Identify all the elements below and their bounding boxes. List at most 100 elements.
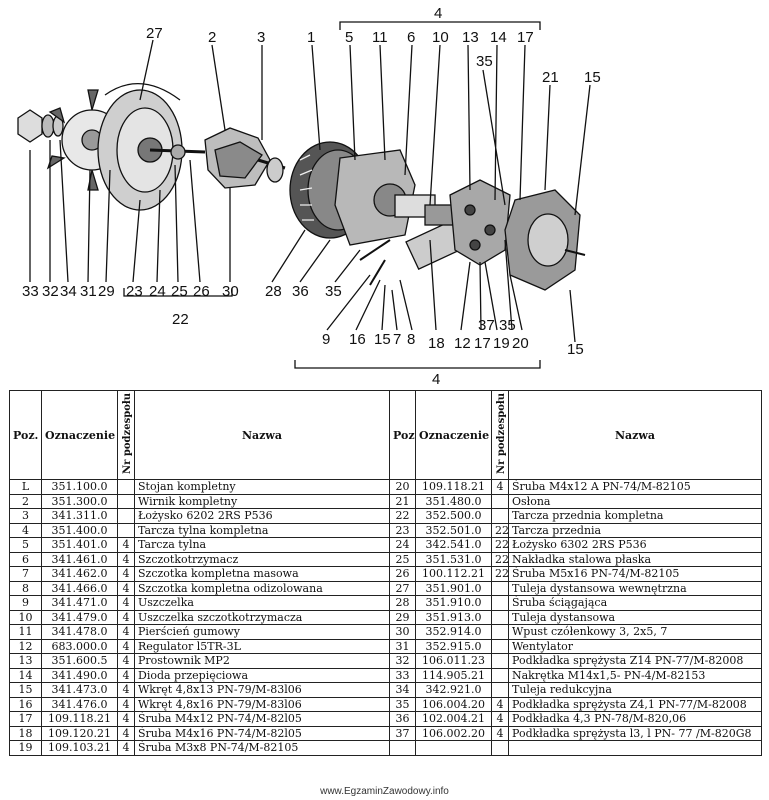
part-label: 33 (22, 283, 39, 300)
cell-nazwa: Nakrętka M14x1,5- PN-4/M-82153 (508, 667, 762, 683)
part-label: 28 (265, 283, 282, 300)
cell-nazwa: Podkładka 4,3 PN-78/M-820,06 (508, 711, 762, 727)
part-label: 21 (542, 69, 559, 86)
cell-poz: 5 (9, 537, 42, 553)
diagram-bottom-labels: 33 32 34 31 29 23 24 25 26 30 28 36 35 9… (22, 283, 584, 358)
cell-poz: 22 (389, 508, 416, 524)
cell-oznaczenie: 341.476.0 (41, 696, 118, 712)
cell-nr-podzespolu (491, 682, 509, 698)
part-label: 18 (428, 335, 445, 352)
part-label: 35 (476, 53, 493, 70)
cell-poz: 12 (9, 638, 42, 654)
cell-oznaczenie: 341.311.0 (41, 508, 118, 524)
cover-icon (504, 189, 586, 291)
rear-shield-icon (334, 149, 436, 246)
cell-nazwa: Stojan kompletny (134, 479, 390, 495)
cell-poz: 4 (9, 522, 42, 538)
part-label: 29 (98, 283, 115, 300)
cell-nazwa: Tarcza przednia kompletna (508, 508, 762, 524)
cell-poz: 26 (389, 566, 416, 582)
group-label: 4 (432, 371, 440, 388)
rectifier-icon (449, 179, 511, 266)
cell-oznaczenie: 341.479.0 (41, 609, 118, 625)
cell-poz: 28 (389, 595, 416, 611)
cell-poz: 25 (389, 551, 416, 567)
cell-oznaczenie: 352.915.0 (415, 638, 492, 654)
part-label: 5 (345, 29, 353, 46)
cell-oznaczenie: 341.478.0 (41, 624, 118, 640)
cell-nr-podzespolu (117, 522, 135, 538)
cell-nr-podzespolu: 4 (117, 537, 135, 553)
cell-oznaczenie (415, 740, 492, 756)
diagram-top-labels: 27 2 3 1 5 11 6 10 13 14 17 35 21 15 (146, 25, 601, 86)
cell-oznaczenie: 341.461.0 (41, 551, 118, 567)
cell-poz: 3 (9, 508, 42, 524)
group-label: 22 (172, 311, 189, 328)
col-header-poz-right: Poz. (389, 390, 416, 480)
cell-nazwa: Śruba M4x12 PN-74/M-82l05 (134, 711, 390, 727)
cell-nr-podzespolu (491, 580, 509, 596)
cell-nr-podzespolu (491, 638, 509, 654)
cell-oznaczenie: 341.462.0 (41, 566, 118, 582)
part-label: 15 (584, 69, 601, 86)
col-header-nr-podzespolu-right: Nr podzespołu (491, 390, 509, 480)
cell-oznaczenie: 351.300.0 (41, 493, 118, 509)
col-header-nr-podzespolu: Nr podzespołu (117, 390, 135, 480)
cell-oznaczenie: 341.490.0 (41, 667, 118, 683)
part-label: 17 (474, 335, 491, 352)
cell-oznaczenie: 351.901.0 (415, 580, 492, 596)
cell-nazwa: Dioda przepięciowa (134, 667, 390, 683)
cell-oznaczenie: 109.118.21 (41, 711, 118, 727)
cell-poz: 32 (389, 653, 416, 669)
cell-nazwa: Osłona (508, 493, 762, 509)
cell-nazwa: Podkładka sprężysta Z4,1 PN-77/M-82008 (508, 696, 762, 712)
part-label: 13 (462, 29, 479, 46)
cell-nr-podzespolu: 4 (117, 595, 135, 611)
part-label: 26 (193, 283, 210, 300)
part-label: 23 (126, 283, 143, 300)
cell-oznaczenie: 342.921.0 (415, 682, 492, 698)
part-label: 35 (325, 283, 342, 300)
cell-nr-podzespolu: 4 (117, 609, 135, 625)
part-label: 12 (454, 335, 471, 352)
cell-nr-podzespolu (117, 493, 135, 509)
cell-poz: 17 (9, 711, 42, 727)
cell-oznaczenie: 341.466.0 (41, 580, 118, 596)
cell-nazwa: Tarcza przednia (508, 522, 762, 538)
part-label: 30 (222, 283, 239, 300)
cell-nazwa: Prostownik MP2 (134, 653, 390, 669)
cell-nazwa: Wkręt 4,8x16 PN-79/M-83l06 (134, 696, 390, 712)
cell-oznaczenie: 102.004.21 (415, 711, 492, 727)
col-header-oznaczenie: Oznaczenie (41, 390, 118, 480)
cell-poz: 2 (9, 493, 42, 509)
diagram-drawing (17, 21, 591, 369)
cell-nr-podzespolu (117, 479, 135, 495)
col-header-nazwa: Nazwa (134, 390, 390, 480)
cell-poz: 7 (9, 566, 42, 582)
cell-nr-podzespolu: 22 (491, 551, 509, 567)
exploded-view-diagram: 27 2 3 1 5 11 6 10 13 14 17 35 21 15 33 … (17, 5, 601, 388)
cell-nazwa: Szczotkotrzymacz (134, 551, 390, 567)
cell-nr-podzespolu: 4 (117, 638, 135, 654)
cell-poz: 31 (389, 638, 416, 654)
cell-nr-podzespolu: 4 (117, 725, 135, 741)
cell-poz (389, 740, 416, 756)
nr-podzespolu-label-right: Nr podzespołu (496, 393, 507, 474)
part-label: 31 (80, 283, 97, 300)
cell-nazwa: Tarcza tylna (134, 537, 390, 553)
part-label: 19 (493, 335, 510, 352)
cell-poz: 6 (9, 551, 42, 567)
cell-nr-podzespolu: 4 (491, 711, 509, 727)
